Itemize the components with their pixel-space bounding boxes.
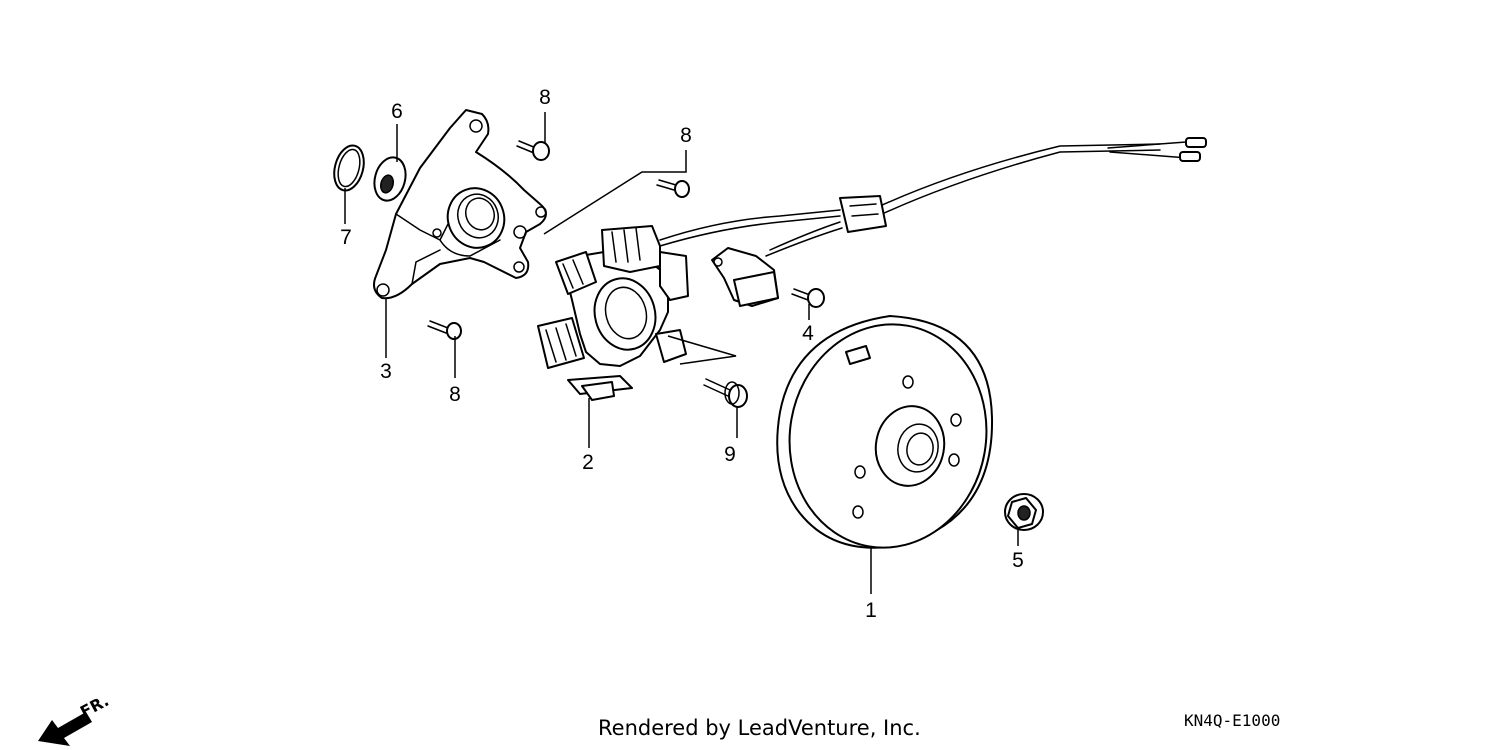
callout-4: 4 (802, 322, 814, 345)
part-7-o-ring[interactable] (330, 142, 369, 194)
front-direction-arrow-icon (38, 712, 92, 746)
diagram-code: KN4Q-E1000 (1184, 711, 1281, 730)
callout-8-upper: 8 (539, 86, 551, 109)
callout-1: 1 (865, 599, 877, 622)
callout-3: 3 (380, 360, 392, 383)
callout-8-middle: 8 (680, 124, 692, 147)
callout-labels: 1 2 3 4 5 6 7 8 8 8 9 (340, 86, 1024, 622)
part-2-stator-assembly[interactable] (537, 225, 689, 401)
render-credit: Rendered by LeadVenture, Inc. (598, 716, 921, 740)
part-1-flywheel[interactable] (772, 309, 1004, 564)
part-6-oil-seal[interactable] (370, 154, 410, 204)
part-9-flange-bolt[interactable] (703, 378, 748, 408)
callout-7: 7 (340, 226, 352, 249)
callout-5: 5 (1012, 549, 1024, 572)
pulse-generator[interactable] (711, 247, 779, 307)
part-8-bolt-upper[interactable] (516, 140, 550, 161)
leader-lines (344, 112, 1019, 594)
callout-2: 2 (582, 451, 594, 474)
callout-6: 6 (391, 100, 403, 123)
callout-8-lower: 8 (449, 383, 461, 406)
part-5-flange-nut[interactable] (1004, 493, 1044, 531)
harness-connector (839, 195, 887, 233)
callout-9: 9 (724, 443, 736, 466)
part-8-bolt-middle[interactable] (656, 179, 690, 198)
part-4-screw[interactable] (791, 288, 825, 308)
part-3-stator-base[interactable] (373, 109, 547, 300)
wire-harness (659, 137, 1207, 257)
part-8-bolt-lower[interactable] (427, 320, 462, 340)
